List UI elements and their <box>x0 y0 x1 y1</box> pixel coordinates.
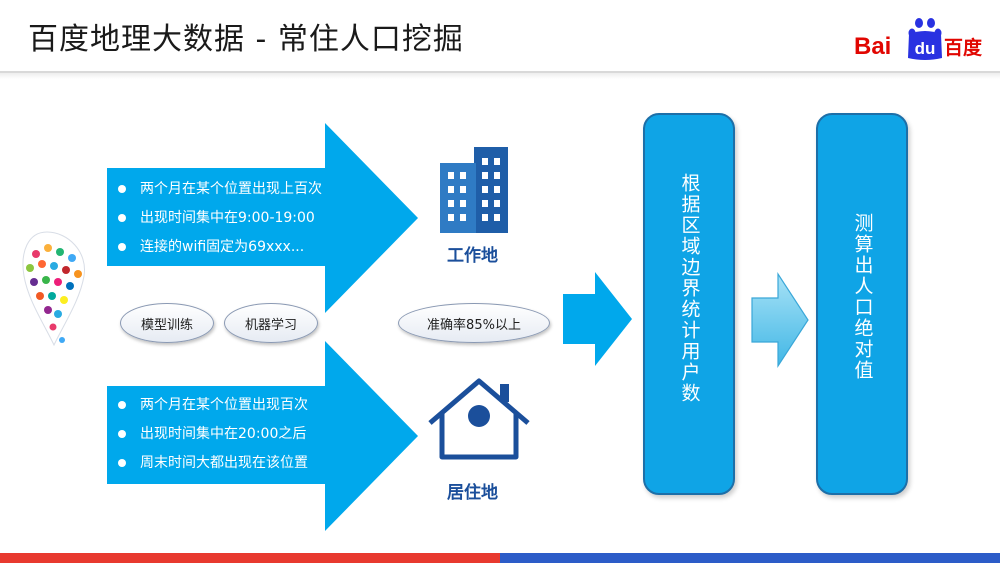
page-title: 百度地理大数据 - 常住人口挖掘 <box>28 22 464 57</box>
population-estimate-text: 测算出人口绝对值 <box>851 213 874 381</box>
work-place-label: 工作地 <box>447 246 498 266</box>
home-arrow <box>107 341 418 531</box>
footer-blue-bar <box>500 553 1000 563</box>
list-item: 出现时间集中在20:00之后 <box>110 423 308 452</box>
home-place-label: 居住地 <box>447 483 498 503</box>
footer-red-bar <box>0 553 500 563</box>
population-estimate-box: 测算出人口绝对值 <box>816 113 908 495</box>
paw-pad-icon <box>908 31 942 60</box>
machine-learning-pill: 机器学习 <box>224 303 318 343</box>
logo-left-text: Bai <box>854 33 891 60</box>
list-item: 两个月在某个位置出现上百次 <box>110 178 322 207</box>
list-item: 连接的wifi固定为69xxx... <box>110 236 322 265</box>
center-arrow <box>563 272 632 366</box>
list-item: 周末时间大都出现在该位置 <box>110 452 308 481</box>
logo-badge-text: du <box>915 39 936 58</box>
location-pin-icon <box>22 231 85 347</box>
baidu-logo: Bai du 百度 <box>854 18 982 60</box>
home-criteria-list: 两个月在某个位置出现百次 出现时间集中在20:00之后 周末时间大都出现在该位置 <box>110 394 308 481</box>
model-training-pill: 模型训练 <box>120 303 214 343</box>
between-boxes-arrow <box>751 271 809 369</box>
header-divider <box>0 71 1000 73</box>
house-icon <box>428 378 530 460</box>
region-count-box: 根据区域边界统计用户数 <box>643 113 735 495</box>
list-item: 两个月在某个位置出现百次 <box>110 394 308 423</box>
work-criteria-list: 两个月在某个位置出现上百次 出现时间集中在9:00-19:00 连接的wifi固… <box>110 178 322 265</box>
house-window-icon <box>468 405 490 427</box>
list-item: 出现时间集中在9:00-19:00 <box>110 207 322 236</box>
accuracy-pill: 准确率85%以上 <box>398 303 550 343</box>
work-arrow <box>107 123 418 313</box>
header-shadow <box>0 73 1000 79</box>
logo-right-text: 百度 <box>944 36 982 59</box>
office-building-icon <box>440 147 508 233</box>
region-count-text: 根据区域边界统计用户数 <box>678 173 701 404</box>
